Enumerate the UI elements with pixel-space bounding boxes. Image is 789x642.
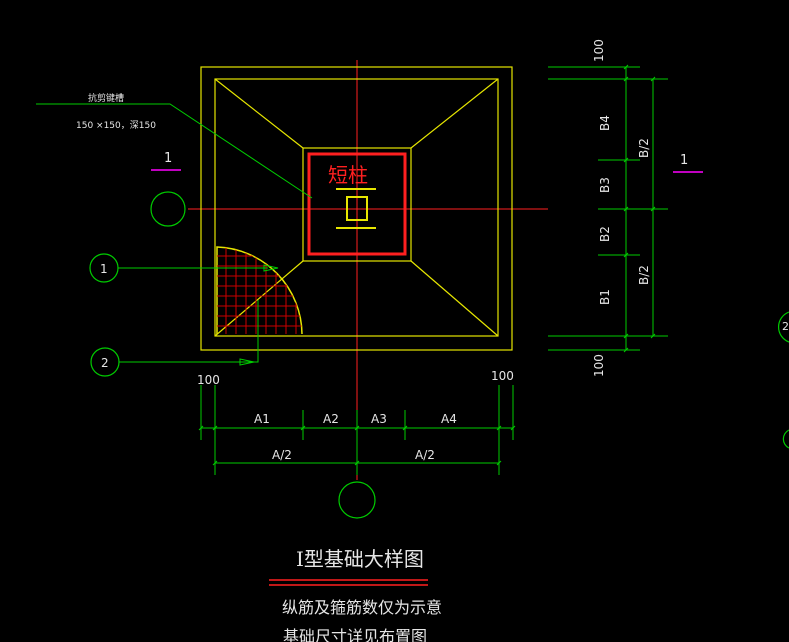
bottom-dimension-lines	[198, 385, 516, 475]
section-mark-left: 1	[151, 151, 181, 171]
slope-line-tl	[214, 78, 304, 149]
axis-lines	[188, 60, 548, 480]
slope-line-br	[410, 260, 499, 337]
shear-key-leader	[36, 103, 313, 199]
drawing-title: I型基础大样图	[296, 547, 424, 571]
svg-text:2: 2	[101, 356, 109, 370]
axis-bubble-partial-right-low	[782, 429, 789, 449]
foundation-outline	[200, 66, 513, 351]
outer-pad-outline	[200, 66, 513, 351]
svg-text:A1: A1	[254, 412, 270, 426]
inner-pad-outline	[214, 78, 499, 337]
partial-callout-label: 2	[782, 320, 789, 333]
drawing-note-2: 基础尺寸详见布置图	[283, 627, 427, 642]
svg-text:100: 100	[491, 369, 514, 383]
svg-text:B/2: B/2	[637, 265, 651, 285]
side-dimension-text: 100 B4 B3 B2 B1 B/2 B/2 100	[592, 39, 651, 377]
column-symbol	[336, 188, 376, 229]
title-underline	[269, 579, 428, 586]
shear-key-size: 150 ×150，深150	[76, 120, 156, 131]
slope-line-bl	[214, 260, 304, 337]
pedestal-outline	[302, 147, 412, 262]
slope-line-tr	[410, 78, 499, 149]
svg-text:A2: A2	[323, 412, 339, 426]
svg-text:A4: A4	[441, 412, 457, 426]
svg-text:B1: B1	[598, 289, 612, 305]
svg-text:1: 1	[680, 153, 688, 168]
callout-1: 1	[89, 253, 279, 283]
svg-text:1: 1	[100, 262, 108, 276]
short-column-label: 短柱	[328, 163, 368, 187]
svg-text:B/2: B/2	[637, 138, 651, 158]
axis-bubble-bottom	[338, 481, 376, 519]
shear-key-label: 抗剪键槽	[88, 92, 124, 104]
svg-text:1: 1	[164, 151, 172, 166]
svg-text:100: 100	[197, 373, 220, 387]
axis-bubble-partial-right	[777, 311, 789, 343]
svg-text:A3: A3	[371, 412, 387, 426]
drawing-note-1: 纵筋及箍筋数仅为示意	[282, 598, 442, 617]
svg-text:A/2: A/2	[272, 448, 292, 462]
callout-2: 2	[90, 300, 259, 377]
svg-text:B3: B3	[598, 177, 612, 193]
svg-text:A/2: A/2	[415, 448, 435, 462]
svg-text:100: 100	[592, 39, 606, 62]
short-column-box	[307, 152, 407, 256]
bottom-dimension-text: 100 100 A1 A2 A3 A4 A/2 A/2	[197, 369, 514, 462]
svg-text:100: 100	[592, 354, 606, 377]
mesh-arc-outline	[216, 246, 303, 335]
section-mark-right: 1	[673, 153, 703, 173]
svg-text:B4: B4	[598, 115, 612, 131]
side-dimension-lines	[548, 64, 668, 353]
axis-bubble-left	[150, 191, 186, 227]
svg-text:B2: B2	[598, 226, 612, 242]
